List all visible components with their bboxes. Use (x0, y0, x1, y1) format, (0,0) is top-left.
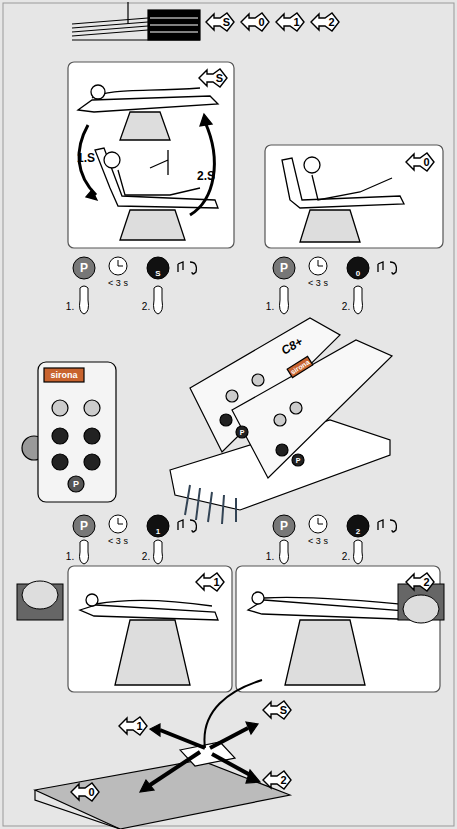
finger-step: 2. (342, 301, 350, 312)
button-rows (73, 257, 396, 564)
button-key: P (280, 519, 288, 533)
position-key: 0 (85, 782, 98, 802)
finger-step: 2. (142, 301, 150, 312)
position-arrow-outline (262, 770, 292, 790)
position-key: 2 (420, 572, 433, 592)
position-arrow-outline (240, 12, 270, 32)
step-label: 1.S (77, 151, 95, 165)
finger-step: 1. (66, 551, 74, 562)
button-key: S (155, 269, 160, 278)
position-symbol: 0 (70, 782, 100, 802)
arch-symbol (17, 581, 444, 623)
position-arrow-outline (275, 12, 305, 32)
position-arrow-outline (405, 572, 435, 592)
position-symbol: 0 (240, 12, 270, 32)
position-arrow-outline (70, 782, 100, 802)
position-key: S (277, 700, 290, 720)
position-symbol: 1 (195, 572, 225, 592)
position-symbol: S (198, 68, 228, 88)
brand-label: sirona (50, 370, 77, 380)
button-key: P (240, 429, 245, 436)
position-arrow-outline (310, 12, 340, 32)
button-key: P (280, 261, 288, 275)
finger-step: 1. (266, 551, 274, 562)
position-arrow-outline (198, 68, 228, 88)
chair-drawings (80, 592, 424, 685)
position-key: S (220, 12, 233, 32)
button-key: P (80, 261, 88, 275)
button-key: 0 (356, 269, 360, 278)
position-key: 0 (255, 12, 268, 32)
position-symbol: S (262, 700, 292, 720)
position-key: 1 (290, 12, 303, 32)
chair-drawings (282, 157, 404, 242)
remote-control (22, 362, 116, 502)
position-symbol: 2 (310, 12, 340, 32)
position-arrow-outline (195, 572, 225, 592)
position-key: 2 (325, 12, 338, 32)
button-key: 2 (356, 527, 360, 536)
position-key: S (213, 68, 226, 88)
button-key: P (80, 519, 88, 533)
position-arrow-outline (262, 700, 292, 720)
position-arrow-outline (118, 716, 148, 736)
position-symbol: 2 (262, 770, 292, 790)
time-label: < 3 s (308, 536, 328, 546)
finger-step: 1. (266, 301, 274, 312)
position-arrow-outline (405, 152, 435, 172)
position-key: 0 (420, 152, 433, 172)
position-symbol: S (205, 12, 235, 32)
foot-control (35, 680, 290, 829)
button-key: P (296, 457, 301, 464)
panel-frames (68, 62, 443, 692)
time-label: < 3 s (108, 536, 128, 546)
position-symbol: 2 (405, 572, 435, 592)
position-symbol: 1 (275, 12, 305, 32)
finger-step: 2. (342, 551, 350, 562)
step-label: 2.S (197, 169, 215, 183)
time-label: < 3 s (308, 278, 328, 288)
finger-step: 1. (66, 301, 74, 312)
position-key: 1 (210, 572, 223, 592)
factory-symbol (72, 2, 200, 40)
position-arrow-outline (205, 12, 235, 32)
finger-step: 2. (142, 551, 150, 562)
position-symbol: 0 (405, 152, 435, 172)
button-key: P (73, 479, 79, 489)
button-key: 1 (156, 527, 160, 536)
chair-drawings (78, 85, 218, 240)
position-symbol: 1 (118, 716, 148, 736)
dentist-console (170, 318, 392, 524)
position-key: 2 (277, 770, 290, 790)
time-label: < 3 s (108, 278, 128, 288)
position-key: 1 (133, 716, 146, 736)
